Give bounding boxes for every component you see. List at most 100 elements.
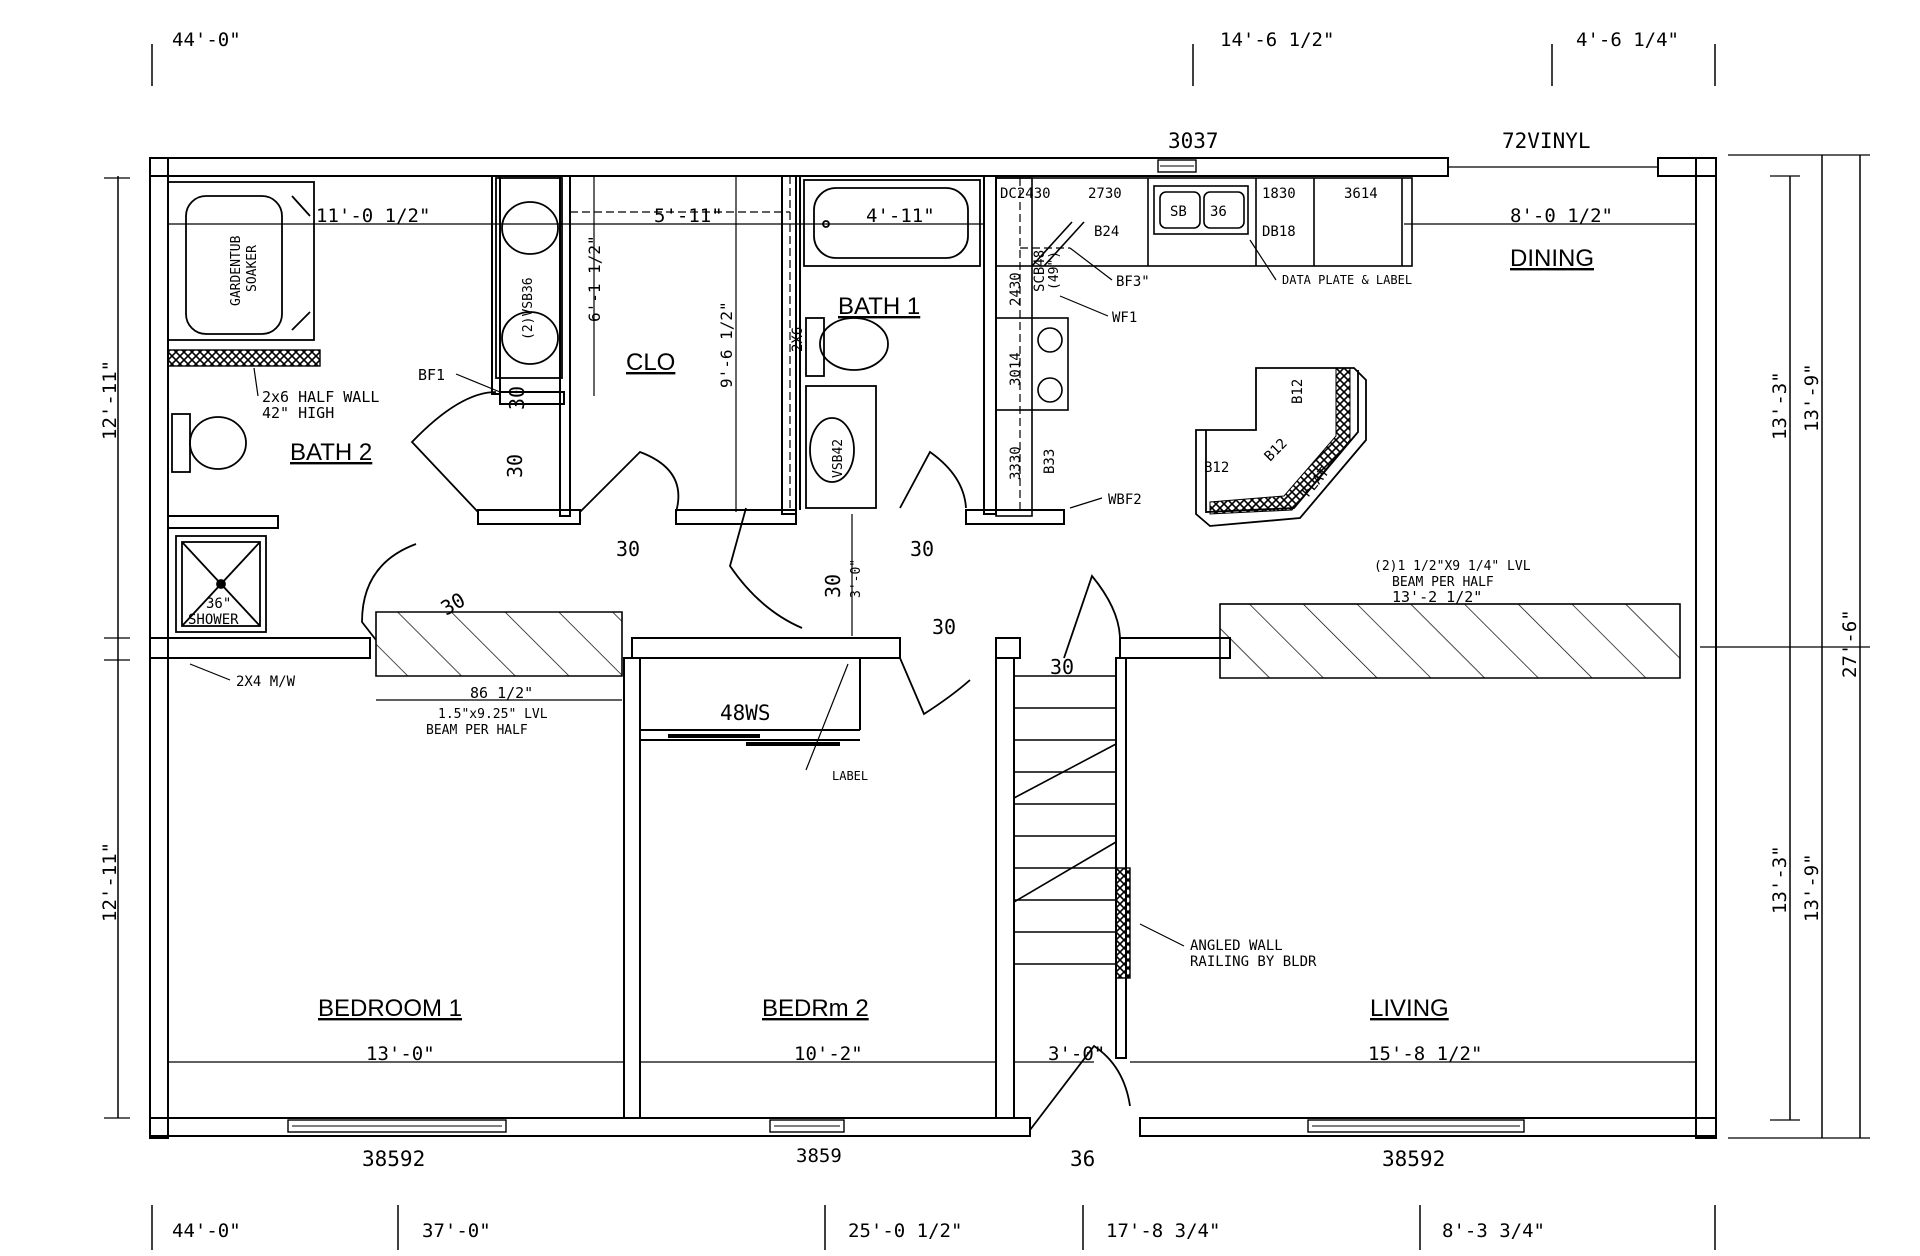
- soaker-label: SOAKER: [245, 245, 260, 292]
- door-swings: [361, 391, 1131, 1131]
- window-label-bed1: 38592: [362, 1147, 425, 1171]
- dim-bed2-width: 10'-2": [794, 1043, 863, 1065]
- gardentub: [167, 181, 315, 341]
- top-dim-right: 4'-6 1/4": [1576, 29, 1679, 51]
- dim-hall-height: 9'-6 1/2": [717, 301, 736, 388]
- island-b12-c: B12: [1204, 460, 1229, 476]
- right-dim-overall: 27'-6": [1839, 609, 1861, 678]
- stair-rail: [1115, 867, 1131, 979]
- window-label-living: 38592: [1382, 1147, 1445, 1171]
- door-size-1: 30: [503, 454, 527, 478]
- shower-label: SHOWER: [188, 612, 239, 628]
- door-3-0: 3'-0": [849, 559, 864, 598]
- door-size-7: 30: [1050, 655, 1074, 679]
- cab-3330: 3330: [1008, 446, 1024, 480]
- vanity-left-label: (2)VSB36: [521, 277, 536, 340]
- beam-right: [1219, 603, 1681, 679]
- left-dim-bottom: 12'-11": [99, 842, 121, 922]
- dim-stair-width: 3'-0": [1048, 1043, 1105, 1065]
- cab-sb36: 36: [1210, 204, 1227, 220]
- half-wall-leader: [253, 367, 259, 397]
- toilet-bath2: [171, 413, 247, 473]
- railing-note-2: RAILING BY BLDR: [1190, 954, 1317, 970]
- island-b12-b: B12: [1262, 436, 1291, 465]
- railing-leader: [1139, 923, 1185, 947]
- two-by-six-label: 2X6: [790, 327, 806, 352]
- vanity-bath1: [805, 385, 877, 509]
- dim-bath1-width: 4'-11": [866, 205, 935, 227]
- wf1-leader: [1059, 295, 1109, 317]
- room-bath1: BATH 1: [838, 293, 920, 320]
- dim-bed1-width: 13'-0": [366, 1043, 435, 1065]
- mw-leader: [189, 663, 231, 681]
- right-dim-outer-bottom: 13'-9": [1801, 853, 1823, 922]
- beam-left-note-2: BEAM PER HALF: [426, 723, 528, 738]
- room-bedroom1: BEDROOM 1: [318, 995, 462, 1022]
- cab-db18: DB18: [1262, 224, 1296, 240]
- door-size-3: 30: [616, 537, 640, 561]
- shower: [175, 535, 267, 633]
- bf3-label: BF3": [1116, 274, 1150, 290]
- cab-b33: B33: [1042, 449, 1058, 474]
- railing-note-1: ANGLED WALL: [1190, 938, 1283, 954]
- data-plate-label: DATA PLATE & LABEL: [1282, 273, 1412, 287]
- label-note: LABEL: [832, 769, 868, 783]
- cab-2730: 2730: [1088, 186, 1122, 202]
- island-raised-bar: [1209, 367, 1351, 515]
- left-dimension-string: 12'-11" 12'-11": [99, 176, 130, 1119]
- bf1-leader: [455, 373, 501, 393]
- cab-scb48-sub: (49"): [1047, 251, 1062, 290]
- bottom-dim-3: 25'-0 1/2": [848, 1220, 962, 1242]
- interior-walls: [149, 175, 1231, 1119]
- stairs: [1013, 675, 1117, 965]
- bottom-dim-4: 17'-8 3/4": [1106, 1220, 1220, 1242]
- half-wall-note-2: 42" HIGH: [262, 404, 334, 422]
- room-dining: DINING: [1510, 245, 1594, 272]
- top-dimension-string: 44'-0" 14'-6 1/2" 4'-6 1/4": [151, 29, 1716, 86]
- kitchen-cabinets: [995, 177, 1413, 517]
- door-size-4: 30: [821, 574, 845, 598]
- room-bath2: BATH 2: [290, 439, 372, 466]
- dim-clo-width: 5'-11": [654, 205, 723, 227]
- island-b12-a: B12: [1290, 379, 1306, 404]
- dim-clo-height: 6'-1 1/2": [585, 235, 604, 322]
- cab-3014: 3014: [1008, 352, 1024, 386]
- bottom-dim-5: 8'-3 3/4": [1442, 1220, 1545, 1242]
- beam-left-note-1: 1.5"x9.25" LVL: [438, 707, 548, 722]
- cab-scb48: SCB48: [1032, 250, 1048, 292]
- window-label-bed2: 3859: [796, 1145, 842, 1167]
- tub-bath1: [803, 179, 981, 267]
- data-plate-leader: [1249, 239, 1277, 281]
- beam-left: [375, 611, 623, 677]
- cab-b24: B24: [1094, 224, 1119, 240]
- bottom-dimension-string: 44'-0" 37'-0" 25'-0 1/2" 17'-8 3/4" 8'-3…: [151, 1205, 1716, 1250]
- door-size-6: 30: [932, 615, 956, 639]
- closet-48ws: 48WS: [720, 701, 771, 725]
- wf1-label: WF1: [1112, 310, 1137, 326]
- label-leader: [805, 663, 849, 771]
- dim-dining-width: 8'-0 1/2": [1510, 205, 1613, 227]
- gardentub-label: GARDENTUB: [229, 235, 244, 306]
- shower-size: 36": [206, 596, 231, 612]
- top-dim-left: 44'-0": [172, 29, 241, 51]
- dim-beam-left: 86 1/2": [470, 684, 533, 702]
- room-bedrm2: BEDRm 2: [762, 995, 869, 1022]
- cab-2430: 2430: [1008, 272, 1024, 306]
- cab-1830: 1830: [1262, 186, 1296, 202]
- dim-living-width: 15'-8 1/2": [1368, 1043, 1482, 1065]
- window-label-72vinyl: 72VINYL: [1502, 129, 1591, 153]
- toilet-bath1: [805, 317, 889, 377]
- top-dim-mid: 14'-6 1/2": [1220, 29, 1334, 51]
- room-clo: CLO: [626, 349, 675, 376]
- bath2-door-30: 30: [505, 386, 529, 410]
- bottom-dim-1: 44'-0": [172, 1220, 241, 1242]
- right-dim-inner-bottom: 13'-3": [1769, 845, 1791, 914]
- half-wall: [167, 349, 321, 367]
- door-size-5: 30: [910, 537, 934, 561]
- bf1-label: BF1: [418, 366, 445, 384]
- room-living: LIVING: [1370, 995, 1449, 1022]
- cab-sb: SB: [1170, 204, 1187, 220]
- beam-right-note-2: BEAM PER HALF: [1392, 575, 1494, 590]
- front-door-label: 36: [1070, 1147, 1095, 1171]
- window-label-3037: 3037: [1168, 129, 1219, 153]
